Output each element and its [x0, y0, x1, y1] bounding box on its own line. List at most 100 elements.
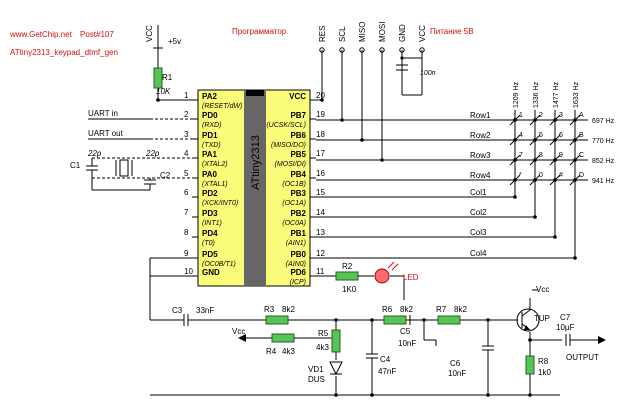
keypad-col-frequency: 1209 Hz	[513, 81, 520, 108]
mcu-left-pin-number: 9	[184, 249, 189, 258]
mcu-left-pin-name: PD4	[202, 229, 218, 238]
keypad-row-frequency: 852 Hz	[592, 158, 615, 165]
mcu-left-pin-name: GND	[202, 268, 220, 277]
mcu-left-pin-name: PD2	[202, 189, 218, 198]
keypad-key-label: 4	[519, 132, 523, 139]
c1-value: 22p	[87, 149, 102, 158]
vcc-r4-label: Vcc	[232, 327, 245, 336]
mcu-right-pin-name: PB2	[290, 209, 306, 218]
r3-resistor	[265, 315, 289, 325]
diode-vd1	[329, 361, 343, 376]
mcu-right-pin-alt: (UCSK/SCL)	[266, 122, 306, 129]
c6-label: C6	[450, 359, 461, 368]
mcu-right-pin-number: 19	[316, 110, 325, 119]
programmer-pin-label: RES	[318, 26, 327, 42]
mcu-right-pin-number: 11	[316, 267, 325, 276]
r1-value: 10K	[156, 87, 171, 96]
mcu-left-pin-alt: (T0)	[202, 240, 215, 247]
plus5v-label: +5v	[168, 37, 181, 46]
mcu-right-pin-name: PB6	[290, 131, 306, 140]
mcu-left-pin-alt: (XTAL2)	[202, 161, 228, 168]
mcu-right-pin-name: PD6	[290, 268, 306, 277]
keypad-col-frequency: 1477 Hz	[553, 81, 560, 108]
mcu-right-pin-number: 20	[316, 91, 325, 100]
programmer-pin-label: SCL	[338, 26, 347, 42]
led-indicator	[374, 268, 390, 284]
mcu-right-pin-name: PB5	[290, 150, 306, 159]
mcu-right-pins: 20VCC19PB7(UCSK/SCL)18PB6(MISO/DO)17PB5(…	[266, 91, 325, 286]
keypad-key-label: 6	[559, 132, 563, 139]
c5-value: 10nF	[398, 339, 416, 348]
r4-value: 4k3	[282, 347, 295, 356]
r5-label: R5	[318, 329, 329, 338]
uart-in-label: UART in	[88, 109, 118, 118]
mcu-right-pin-alt: (OC1B)	[282, 181, 306, 188]
mcu-right-pin-number: 18	[316, 130, 325, 139]
mcu-right-pin-number: 17	[316, 149, 325, 158]
r6-label: R6	[382, 305, 393, 314]
r4-label: R4	[266, 347, 277, 356]
keypad-key-label: 0	[539, 172, 543, 179]
r3-label: R3	[264, 305, 275, 314]
c6-value: 10nF	[448, 369, 466, 378]
mcu-left-pin-name: PA1	[202, 150, 218, 159]
c5-label: C5	[400, 327, 411, 336]
mcu-right-pin-alt: (AIN1)	[286, 240, 306, 247]
keypad-key-label: 9	[559, 152, 563, 159]
keypad-key-label: #	[559, 172, 563, 179]
mcu-left-pin-name: PA2	[202, 92, 218, 101]
mcu-right-pin-number: 15	[316, 188, 325, 197]
mcu-right-pin-number: 14	[316, 208, 325, 217]
post-label: Post#107	[80, 30, 114, 39]
c7-value: 10µF	[556, 323, 575, 332]
programmer-pin-label: MISO	[358, 22, 367, 42]
r2-value: 1K0	[342, 285, 357, 294]
mcu-left-pin-alt: (XCK/INT0)	[202, 200, 238, 207]
tup-label: TUP	[534, 314, 550, 323]
mcu-left-pin-name: PD5	[202, 250, 218, 259]
c3-label: C3	[172, 306, 183, 315]
uart-out-label: UART out	[88, 129, 124, 138]
mcu-right-pin-name: PB1	[290, 229, 306, 238]
r1-resistor	[153, 67, 163, 89]
keypad-key-label: 2	[539, 112, 543, 119]
mcu-right-pin-alt: (ICP)	[290, 279, 306, 286]
mcu-left-pin-name: PD1	[202, 131, 218, 140]
mcu-left-pin-alt: (OC0B/T1)	[202, 261, 236, 268]
r2-label: R2	[342, 262, 353, 271]
keypad-row-label: Row2	[470, 131, 491, 140]
mcu-right-pin-alt: (OC0A)	[282, 220, 306, 227]
mcu-name: ATtiny2313	[250, 135, 262, 190]
mcu-right-pin-number: 13	[316, 228, 325, 237]
mcu-left-pin-alt: (INT1)	[202, 220, 222, 227]
keypad-key-label: 1	[519, 112, 523, 119]
mcu-left-pin-alt: (TXD)	[202, 142, 221, 149]
dus-label: DUS	[308, 375, 325, 384]
mcu-left-pin-number: 8	[184, 228, 189, 237]
mcu-left-pin-name: PD0	[202, 111, 218, 120]
mcu-left-pin-alt: (RXD)	[202, 122, 221, 129]
keypad-key-label: B	[579, 132, 584, 139]
transistor-tup	[516, 308, 540, 332]
keypad-row-label: Row3	[470, 151, 491, 160]
mcu-left-pin-number: 4	[184, 149, 189, 158]
mcu-left-pin-name: PA0	[202, 170, 218, 179]
crystal-network	[86, 157, 192, 191]
r7-label: R7	[436, 305, 447, 314]
vd1-label: VD1	[308, 365, 324, 374]
site-label: www.GetChip.net	[9, 30, 73, 39]
mcu-right-pin-alt: (OC1A)	[282, 200, 306, 207]
mcu-left-pin-number: 5	[184, 169, 189, 178]
project-label: ATtiny2313_keypad_dtmf_gen	[10, 48, 118, 57]
programmer-pin-label: MOSI	[378, 22, 387, 42]
mcu-left-pin-alt: (RESET/dW)	[202, 103, 242, 110]
keypad-key-label: 7	[519, 152, 523, 159]
c4-label: C4	[380, 355, 391, 364]
keypad-key-label: 8	[539, 152, 543, 159]
mcu-right-pin-number: 12	[316, 249, 325, 258]
cap-100n-label: 100n	[420, 70, 436, 77]
keypad-row-frequency: 697 Hz	[592, 118, 615, 125]
